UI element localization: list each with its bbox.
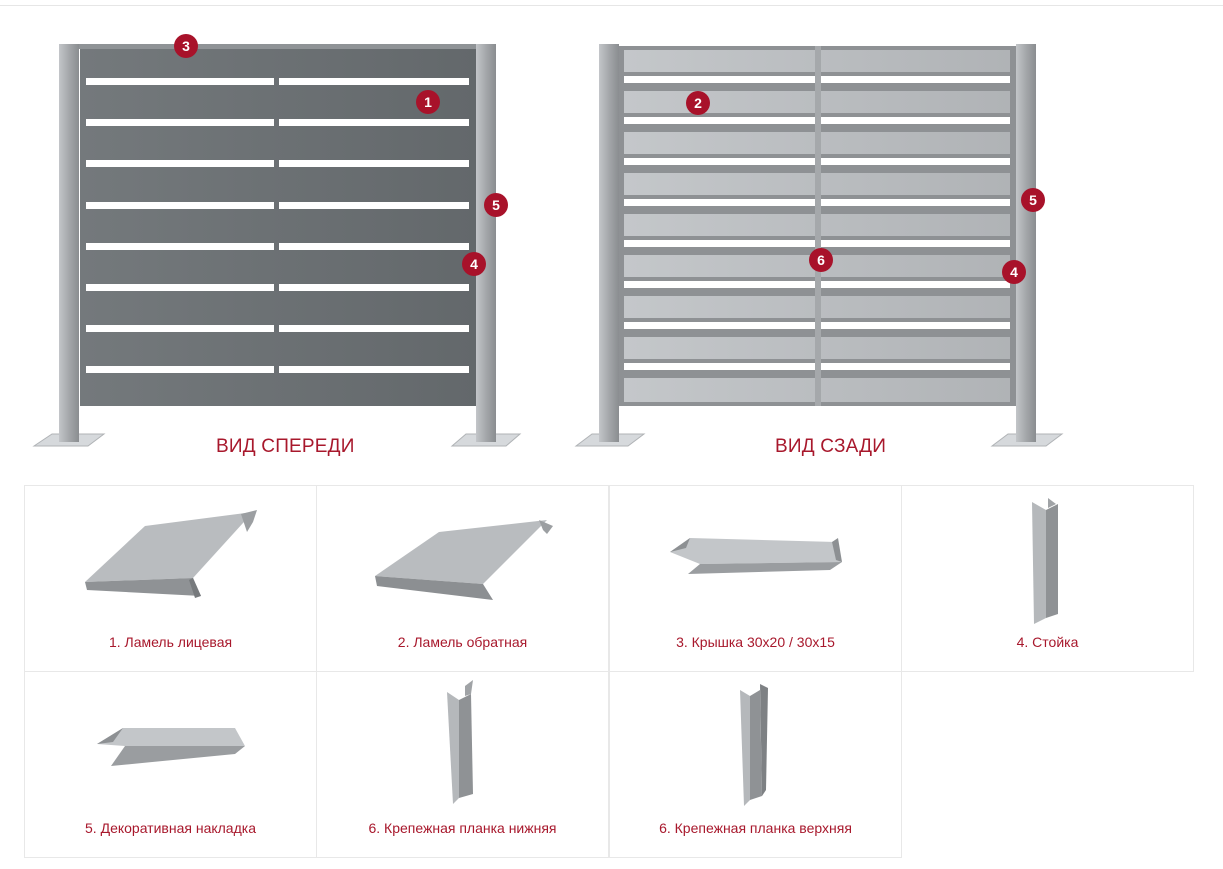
back-slat-marker: 2: [686, 91, 710, 115]
back-view-title: ВИД СЗАДИ: [775, 436, 887, 457]
part-label: 2. Ламель обратная: [397, 634, 528, 650]
back-overlay-marker: 5: [1021, 188, 1045, 212]
decorative-overlay-icon: [97, 728, 245, 766]
fence-diagrams: 3 1 5 4 2 5 6 4 ВИД СПЕРЕДИ ВИД СЗАДИ: [32, 34, 1064, 457]
top-divider: [0, 5, 1223, 6]
front-overlay-marker: 5: [484, 193, 508, 217]
part-card-decorative-overlay[interactable]: 5. Декоративная накладка: [24, 671, 317, 858]
part-card-front-slat[interactable]: 1. Ламель лицевая: [24, 485, 317, 672]
part-label: 1. Ламель лицевая: [108, 634, 233, 650]
upper-mounting-bracket-icon: [740, 684, 768, 806]
part-card-upper-bracket[interactable]: 6. Крепежная планка верхняя: [609, 671, 902, 858]
part-label: 4. Стойка: [1016, 634, 1079, 650]
back-post-marker: 4: [1002, 260, 1026, 284]
back-bracket-marker: 6: [809, 248, 833, 272]
part-card-post[interactable]: 4. Стойка: [901, 485, 1194, 672]
cap-profile-icon: [670, 538, 842, 574]
post-profile-icon: [1032, 498, 1058, 624]
front-cap-marker: 3: [174, 34, 198, 58]
front-view-title: ВИД СПЕРЕДИ: [216, 436, 355, 457]
part-card-cap[interactable]: 3. Крышка 30х20 / 30х15: [609, 485, 902, 672]
front-fence-view: [32, 44, 522, 447]
part-label: 5. Декоративная накладка: [85, 820, 256, 836]
front-post-marker: 4: [462, 252, 486, 276]
back-slat-profile-icon: [375, 520, 553, 600]
fence-illustrations: [32, 44, 1064, 447]
front-slat-profile-icon: [85, 510, 257, 598]
front-slat-marker: 1: [416, 90, 440, 114]
back-fence-view: [574, 44, 1064, 447]
part-label: 6. Крепежная планка нижняя: [368, 820, 557, 836]
part-label: 3. Крышка 30х20 / 30х15: [676, 634, 835, 650]
part-card-back-slat[interactable]: 2. Ламель обратная: [316, 485, 609, 672]
part-card-lower-bracket[interactable]: 6. Крепежная планка нижняя: [316, 671, 609, 858]
part-label: 6. Крепежная планка верхняя: [659, 820, 852, 836]
lower-mounting-bracket-icon: [447, 680, 473, 804]
